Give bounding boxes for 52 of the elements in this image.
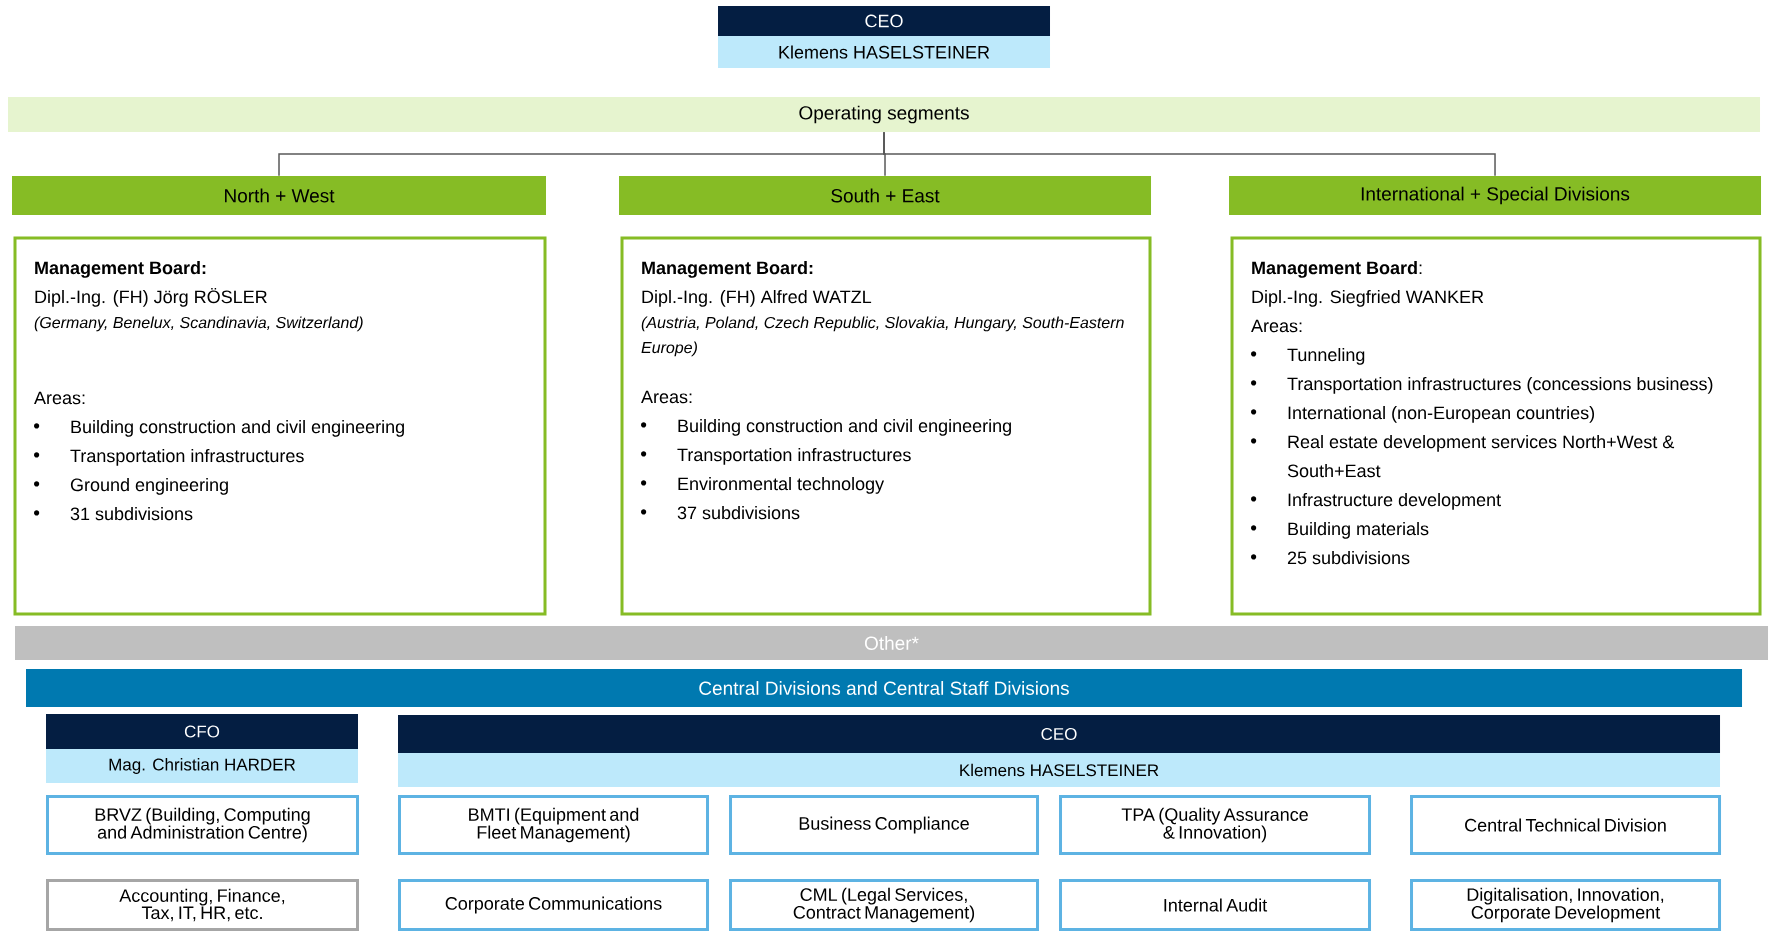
bullet-item: 25 subdivisions: [1251, 551, 1410, 565]
bullet-item: International (non-European countries): [1251, 406, 1595, 423]
board-heading: Management Board:: [642, 261, 813, 278]
other-band: Other*: [15, 626, 1769, 660]
bullet-item: Infrastructure development: [1251, 493, 1501, 510]
panel-text: Management Board:: [1252, 261, 1422, 278]
panel-text: Dipl.-Ing. Siegfried WANKER: [1252, 290, 1484, 307]
bullet-item: 31 subdivisions: [34, 507, 193, 521]
panel-text: Areas:: [34, 391, 85, 405]
division-box: Central Technical Division: [1410, 795, 1721, 855]
division-box: Internal Audit: [1059, 879, 1371, 931]
segment-header: North + West: [12, 176, 546, 215]
executive-box: CEO Klemens HASELSTEINER: [398, 715, 1721, 787]
bullet-item: 37 subdivisions: [641, 506, 800, 520]
bullet-item: Building construction and civil engineering: [34, 420, 404, 437]
division-band: Central Divisions and Central Staff Divisions: [26, 669, 1743, 707]
division-box: Corporate Communications: [398, 879, 709, 931]
segment-header: South + East: [619, 176, 1151, 215]
panel-text: Areas:: [1251, 319, 1302, 333]
bullet-item: Transportation infrastructures: [641, 448, 911, 465]
bullet-item: Tunneling: [1251, 348, 1365, 365]
segment-panel: [13, 236, 547, 616]
node-label: Klemens HASELSTEINER: [960, 763, 1159, 777]
segment-panel: [620, 236, 1152, 616]
executive-box: CEO Klemens HASELSTEINER: [718, 6, 1050, 68]
region-note: (Germany, Benelux, Scandinavia, Switzerland): [34, 316, 363, 332]
division-box: BMTI (Equipment and Fleet Management): [398, 795, 709, 855]
division-box: Business Compliance: [729, 795, 1039, 855]
panel-text: Areas:: [641, 390, 692, 404]
executive-box: CFO Mag. Christian HARDER: [46, 714, 358, 783]
bullet-item: Ground engineering: [34, 478, 228, 495]
node-label: Mag. Christian HARDER: [109, 758, 296, 774]
node-label: CEO: [865, 14, 903, 28]
segment-band: Operating segments: [8, 97, 1760, 132]
region-note: (Austria, Poland, Czech Republic, Slovakia, Hungary, South-Eastern Europe): [641, 316, 1124, 357]
segment-panel: [1230, 236, 1762, 616]
bullet-item: Building construction and civil engineering: [641, 419, 1011, 436]
connector-line: [883, 131, 1496, 177]
bullet-item: Environmental technology: [641, 477, 885, 494]
bullet-item: Transportation infrastructures: [34, 449, 304, 466]
segment-header: International + Special Divisions: [1229, 176, 1762, 215]
bullet-item: Building materials: [1251, 522, 1429, 539]
panel-text: Dipl.-Ing. (FH) Alfred WATZL: [642, 290, 872, 307]
division-box: Digitalisation, Innovation, Corporate Development: [1410, 879, 1721, 931]
board-heading: Management Board:: [35, 261, 206, 278]
division-box: TPA (Quality Assurance & Innovation): [1059, 795, 1371, 855]
division-box: BRVZ (Building, Computing and Administration Centre): [46, 795, 359, 855]
division-box: CML (Legal Services, Contract Management): [729, 879, 1039, 931]
panel-text: Dipl.-Ing. (FH) Jörg RÖSLER: [35, 287, 267, 307]
bullet-item: Real estate development services North+West & South+East: [1251, 435, 1675, 478]
bullet-item: Transportation infrastructures (concessions business): [1251, 377, 1713, 394]
division-box: Accounting, Finance, Tax, IT, HR, etc.: [46, 879, 359, 931]
